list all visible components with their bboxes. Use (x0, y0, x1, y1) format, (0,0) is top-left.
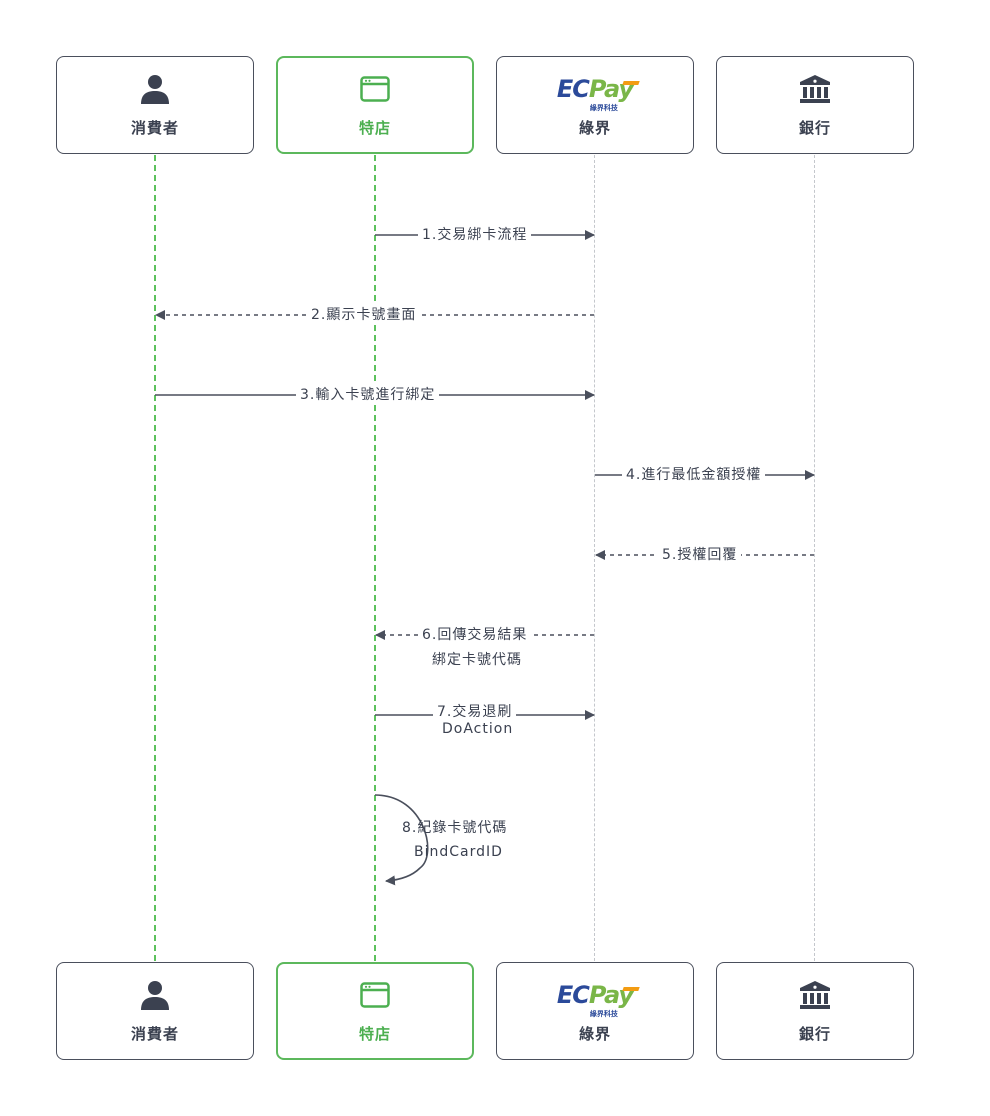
lifeline-consumer (154, 155, 156, 961)
actor-consumer-bottom: 消費者 (56, 962, 254, 1060)
actor-label: 綠界 (578, 118, 611, 137)
actor-merchant-top: 特店 (276, 56, 474, 154)
message-2-label: 2.顯示卡號畫面 (307, 305, 421, 325)
actor-label: 特店 (358, 118, 391, 137)
message-7-sublabel: DoAction (442, 721, 514, 737)
actor-label: 消費者 (130, 1024, 179, 1043)
message-6-sublabel: 綁定卡號代碼 (432, 652, 522, 668)
actor-label: 消費者 (130, 118, 179, 137)
browser-window-icon (360, 979, 390, 1011)
person-icon (139, 979, 171, 1011)
message-4-label: 4.進行最低金額授權 (622, 465, 766, 485)
bank-icon (799, 73, 831, 105)
actor-label: 銀行 (798, 118, 831, 137)
message-8-label: 8.紀錄卡號代碼 (402, 820, 508, 836)
bank-icon (799, 979, 831, 1011)
person-icon (139, 73, 171, 105)
arrow-8-self (374, 794, 429, 886)
actor-consumer-top: 消費者 (56, 56, 254, 154)
message-8-sublabel: BindCardID (414, 844, 503, 860)
lifeline-ecpay (594, 155, 595, 961)
message-3-label: 3.輸入卡號進行綁定 (296, 385, 440, 405)
message-6-label: 6.回傳交易結果 (418, 625, 532, 645)
message-7-label: 7.交易退刷 (433, 702, 517, 722)
message-1-label: 1.交易綁卡流程 (418, 225, 532, 245)
actor-bank-top: 銀行 (716, 56, 914, 154)
lifeline-merchant (374, 155, 376, 961)
actor-label: 銀行 (798, 1024, 831, 1043)
actor-bank-bottom: 銀行 (716, 962, 914, 1060)
browser-window-icon (360, 73, 390, 105)
actor-label: 綠界 (578, 1024, 611, 1043)
actor-merchant-bottom: 特店 (276, 962, 474, 1060)
lifeline-bank (814, 155, 815, 961)
actor-label: 特店 (358, 1024, 391, 1043)
message-5-label: 5.授權回覆 (658, 545, 742, 565)
